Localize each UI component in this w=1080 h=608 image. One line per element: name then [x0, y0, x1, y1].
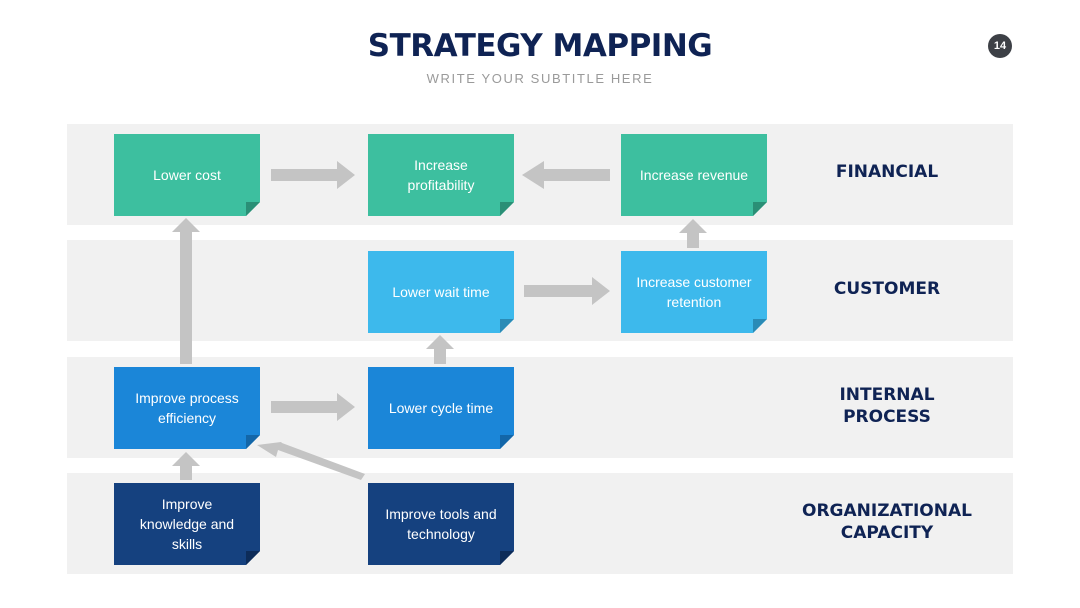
arrow-lower-wait-time-to-customer-retention	[524, 277, 610, 305]
band-label-line: CUSTOMER	[833, 279, 941, 299]
objective-label: Increase revenue	[639, 167, 749, 183]
band-label-line: PROCESS	[843, 407, 931, 427]
objective-improve-tools-technology: Improve tools and technology	[368, 483, 514, 565]
arrow-process-efficiency-to-lower-cycle-time	[271, 393, 355, 421]
band-label-organizational-capacity: ORGANIZATIONAL CAPACITY	[790, 500, 984, 544]
objective-improve-process-efficiency: Improve process efficiency	[114, 367, 260, 449]
arrow-lower-cycle-time-to-lower-wait-time	[426, 335, 454, 364]
objective-increase-revenue: Increase revenue	[621, 134, 767, 216]
band-label-line: ORGANIZATIONAL	[802, 501, 972, 521]
objective-lower-cycle-time: Lower cycle time	[368, 367, 514, 449]
arrow-lower-cost-to-increase-profitability	[271, 161, 355, 189]
page-title: STRATEGY MAPPING	[367, 28, 713, 64]
band-label-line: FINANCIAL	[835, 162, 939, 182]
objective-label: Lower cycle time	[388, 400, 494, 416]
objective-label: Improve process efficiency	[135, 390, 239, 426]
page-number-badge: 14	[988, 34, 1012, 58]
arrow-knowledge-skills-to-process-efficiency	[172, 452, 200, 480]
objective-increase-profitability: Increase profitability	[368, 134, 514, 216]
objective-increase-customer-retention: Increase customer retention	[621, 251, 767, 333]
objective-label: Lower cost	[153, 167, 221, 183]
objective-lower-wait-time: Lower wait time	[368, 251, 514, 333]
objective-label: Increase profitability	[407, 157, 475, 193]
objective-label: Improve tools and technology	[385, 506, 497, 542]
arrow-customer-retention-to-increase-revenue	[679, 219, 707, 248]
objective-improve-knowledge-skills: Improve knowledge and skills	[114, 483, 260, 565]
band-label-financial: FINANCIAL	[790, 161, 984, 183]
band-label-line: INTERNAL	[839, 385, 935, 405]
arrow-tools-technology-to-process-efficiency	[257, 442, 365, 480]
band-label-line: CAPACITY	[840, 523, 934, 543]
objective-label: Lower wait time	[392, 284, 490, 300]
band-label-customer: CUSTOMER	[790, 278, 984, 300]
objective-lower-cost: Lower cost	[114, 134, 260, 216]
objective-label: Increase customer retention	[636, 274, 752, 310]
arrow-process-efficiency-to-lower-cost	[172, 218, 200, 364]
band-label-internal-process: INTERNAL PROCESS	[790, 384, 984, 428]
objective-label: Improve knowledge and skills	[139, 496, 235, 552]
arrow-increase-revenue-to-increase-profitability	[522, 161, 610, 189]
page-subtitle: WRITE YOUR SUBTITLE HERE	[426, 71, 654, 86]
